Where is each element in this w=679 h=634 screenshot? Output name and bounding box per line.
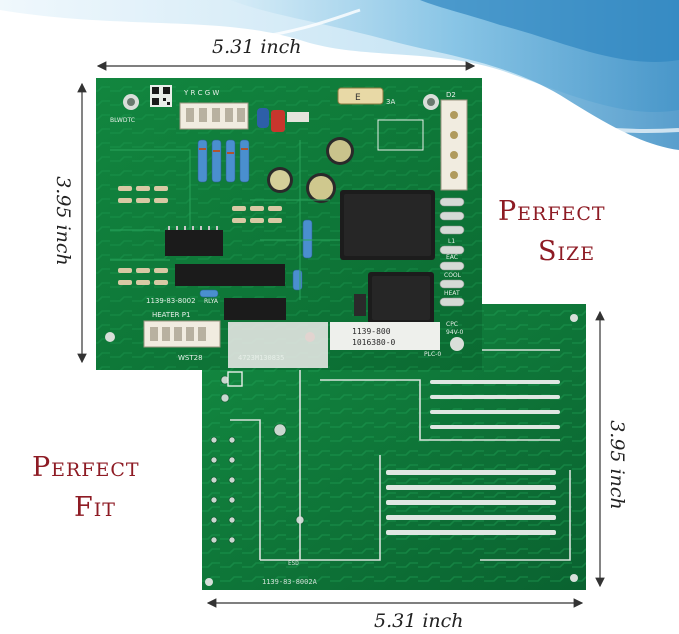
top-width-label: 5.31 inch [212,36,302,58]
plc-label: PLC-0 [424,351,441,358]
perfect-size-line1: Perfect [498,196,606,227]
wave-background [0,0,679,150]
back-board-code: 1139-83-8002A [262,578,318,586]
fuse-label: E [355,93,361,103]
wst-label: WST28 [178,354,203,362]
cool-label: COOL [444,272,462,279]
rating-label: 94V-0 [446,329,464,336]
serial-number: 4723M130835 [238,354,284,362]
perfect-fit-line1: Perfect [32,452,140,483]
d2-label: D2 [446,91,456,99]
svg-text:ESD: ESD [288,560,299,567]
blwdtc-label: BLWDTC [110,117,135,124]
pcb-front-board: Y R C G W BLWDTC E 3A D2 L1 EAC COOL HEA… [96,78,482,370]
perfect-fit-line2: Fit [74,492,116,523]
eac-label: EAC [446,254,458,261]
l1-label: L1 [448,238,455,245]
relay-label: RLYA [204,298,219,305]
fuse-rating: 3A [386,98,395,106]
right-height-label: 3.95 inch [606,420,628,510]
perfect-size-line2: Size [538,236,596,267]
top-connector-label: Y R C G W [183,89,219,97]
heat-label: HEAT [444,290,460,297]
bottom-width-label: 5.31 inch [374,610,464,632]
part-number: 1139-800 [352,327,391,336]
dimension-arrows [77,61,605,608]
board-code: 1139-83-8002 [146,297,196,305]
qr-code [150,85,172,107]
part-number-2: 1016380-0 [352,338,396,347]
left-height-label: 3.95 inch [52,176,74,266]
capacitors [267,137,354,203]
cpc-label: CPC [446,321,458,328]
heater-connector-label: HEATER P1 [152,311,190,319]
